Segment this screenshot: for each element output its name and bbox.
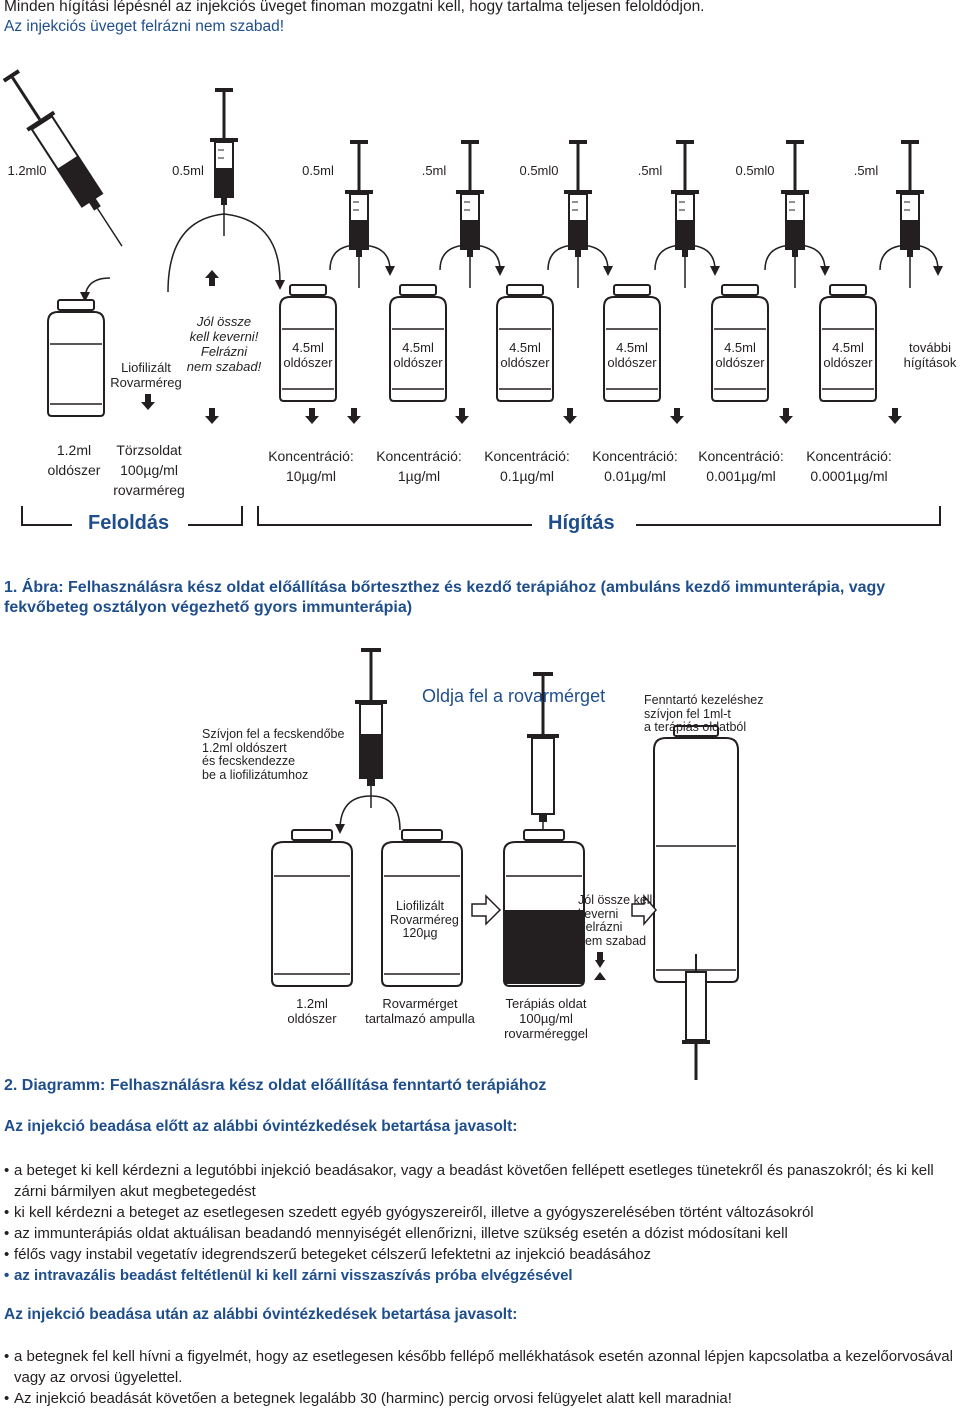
syringe-volume-label: .5ml xyxy=(637,163,663,178)
concentration-label: Koncentráció: 0.001µg/ml xyxy=(688,446,794,486)
lyophilized-venom-dose: Liofilizált Rovarméreg 120µg xyxy=(390,899,459,940)
figure-1-illustration xyxy=(2,69,943,526)
stock-solution-label: Törzsoldat 100µg/ml rovarméreg xyxy=(113,442,185,498)
therapeutic-solution-label: Terápiás oldat 100µg/ml rovarméreggel xyxy=(504,996,588,1041)
section-dilute: Hígítás xyxy=(548,512,615,534)
syringe-volume-label: .5ml xyxy=(421,163,447,178)
concentration-value: 0.0001µg/ml xyxy=(810,468,888,484)
concentration-title: Koncentráció: xyxy=(376,448,462,464)
list-item: a beteget ki kell kérdezni a legutóbbi i… xyxy=(4,1160,954,1202)
concentration-value: 0.001µg/ml xyxy=(706,468,776,484)
maintenance-draw-note: Fenntartó kezeléshez szívjon fel 1ml-t a… xyxy=(644,693,764,734)
concentration-label: Koncentráció: 0.1µg/ml xyxy=(474,446,580,486)
syringe-volume-label: .5ml xyxy=(853,163,879,178)
concentration-value: 0.1µg/ml xyxy=(500,468,554,484)
intro-line-1: Minden hígítási lépésnél az injekciós üv… xyxy=(4,0,705,15)
before-injection-heading: Az injekció beadása előtt az alábbi óvin… xyxy=(4,1118,518,1135)
concentration-value: 0.01µg/ml xyxy=(604,468,666,484)
before-injection-list: a beteget ki kell kérdezni a legutóbbi i… xyxy=(4,1160,954,1286)
concentration-label: Koncentráció: 0.01µg/ml xyxy=(582,446,688,486)
section-dissolve: Feloldás xyxy=(88,512,170,534)
concentration-title: Koncentráció: xyxy=(592,448,678,464)
concentration-value: 10µg/ml xyxy=(285,468,337,484)
vial-solvent-label: 4.5ml oldószer xyxy=(607,340,657,370)
syringe-volume-label: 1.2ml0 xyxy=(7,163,47,178)
after-injection-list: a betegnek fel kell hívni a figyelmét, h… xyxy=(4,1346,954,1409)
list-item: ki kell kérdezni a beteget az esetlegese… xyxy=(4,1202,954,1223)
syringe-volume-label: 0.5ml0 xyxy=(519,163,559,178)
reconstitution-syringe xyxy=(2,69,123,247)
draw-solvent-note: Szívjon fel a fecskendőbe 1.2ml oldószer… xyxy=(202,727,345,782)
further-dilutions-label: további hígítások xyxy=(903,340,957,370)
syringe-volume-label: 0.5ml xyxy=(172,163,204,178)
after-injection-heading: Az injekció beadása után az alábbi óvint… xyxy=(4,1306,518,1323)
syringe-volume-label: 0.5ml0 xyxy=(735,163,775,178)
concentration-title: Koncentráció: xyxy=(806,448,892,464)
vial-solvent-label: 4.5ml oldószer xyxy=(823,340,873,370)
figure-2-caption: 2. Diagramm: Felhasználásra kész oldat e… xyxy=(4,1077,547,1094)
figure-2-illustration xyxy=(271,648,739,1080)
intro-warning: Az injekciós üveget felrázni nem szabad! xyxy=(4,18,285,35)
vial-solvent-label: 4.5ml oldószer xyxy=(500,340,550,370)
venom-ampoule-label: Rovarmérget tartalmazó ampulla xyxy=(365,996,475,1026)
concentration-label: Koncentráció: 10µg/ml xyxy=(258,446,364,486)
shake-warning-note: Jól össze kell keverni! Felrázni nem sza… xyxy=(186,314,262,374)
vial-solvent-label: 4.5ml oldószer xyxy=(283,340,333,370)
concentration-title: Koncentráció: xyxy=(698,448,784,464)
concentration-title: Koncentráció: xyxy=(268,448,354,464)
syringe-volume-label: 0.5ml xyxy=(302,163,334,178)
list-item: félős vagy instabil vegetatív idegrendsz… xyxy=(4,1244,954,1265)
solvent-volume-label: 1.2ml oldószer xyxy=(287,996,337,1026)
figure-1-caption: 1. Ábra: Felhasználásra kész oldat előál… xyxy=(4,579,886,616)
mix-warning-note: Jól össze kell keverni Felrázni nem szab… xyxy=(578,893,653,948)
concentration-value: 1µg/ml xyxy=(397,468,441,484)
list-item: az immunterápiás oldat aktuálisan beadan… xyxy=(4,1223,954,1244)
lyophilized-venom-label: Liofilizált Rovarméreg xyxy=(110,360,182,390)
list-item: Az injekció beadását követően a betegnek… xyxy=(4,1388,954,1409)
concentration-label: Koncentráció: 0.0001µg/ml xyxy=(796,446,902,486)
vial-solvent-label: 4.5ml oldószer xyxy=(393,340,443,370)
concentration-label: Koncentráció: 1µg/ml xyxy=(366,446,472,486)
dissolve-venom-title: Oldja fel a rovarmérget xyxy=(422,686,606,706)
list-item: a betegnek fel kell hívni a figyelmét, h… xyxy=(4,1346,954,1388)
solvent-volume-label: 1.2ml oldószer xyxy=(47,442,101,478)
concentration-title: Koncentráció: xyxy=(484,448,570,464)
vial-solvent-label: 4.5ml oldószer xyxy=(715,340,765,370)
list-item: az intravazális beadást feltétlenül ki k… xyxy=(4,1265,954,1286)
